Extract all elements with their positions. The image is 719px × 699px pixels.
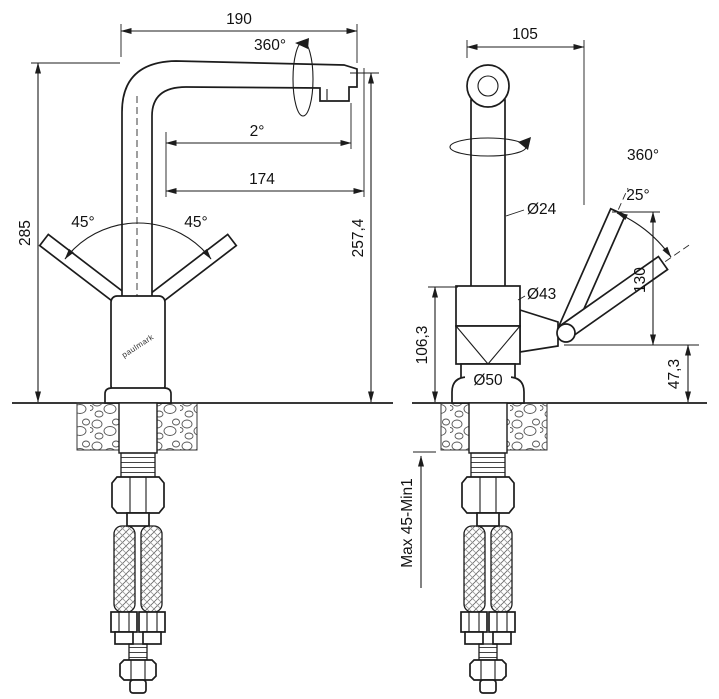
front-spout [466, 64, 510, 289]
front-counter-section [412, 402, 707, 451]
dim-height-total-label: 285 [17, 220, 34, 246]
dim-top-offset-label: 105 [512, 26, 538, 43]
side-fitting-tip-right [142, 631, 162, 645]
front-handle [519, 207, 669, 353]
front-hose-fitting-right [488, 611, 516, 633]
side-mounting-nut [111, 476, 165, 514]
dim-mount-thickness-label: Max 45-Min1 [399, 478, 416, 568]
dim-base-diameter-label: Ø50 [473, 372, 503, 389]
dim-side-rotation-label: 360° [254, 37, 286, 54]
dim-handle-drop-label: 47,3 [666, 359, 683, 389]
side-stud-tip [129, 679, 147, 694]
rotation-arrowhead-icon [295, 38, 309, 49]
side-stud-nut [119, 659, 157, 681]
dim-handle-swing-arc [64, 222, 212, 260]
side-spout [121, 60, 358, 298]
front-body-facet [487, 325, 521, 365]
front-body-upper [455, 285, 521, 327]
dim-body-height-label: 106,3 [414, 326, 431, 365]
dim-spout-reach-label: 190 [226, 11, 252, 28]
dim-swing-right-label: 45° [184, 214, 207, 231]
side-collar [126, 512, 150, 527]
side-mounting [110, 402, 166, 694]
front-threaded-shank [470, 452, 506, 480]
side-stud [128, 643, 148, 661]
front-stud [478, 643, 498, 661]
side-base-flange [104, 387, 172, 404]
front-fitting-tip-left [464, 631, 484, 645]
front-mounting [460, 402, 516, 694]
side-fitting-tip-left [114, 631, 134, 645]
front-mounting-nut [461, 476, 515, 514]
side-view: paulmark [12, 11, 393, 694]
front-hose-fitting-left [460, 611, 488, 633]
dim-body-diameter-label: Ø43 [527, 286, 556, 303]
dim-handle-angle-label: 25° [626, 187, 649, 204]
dim-handle-angle-arc [616, 212, 672, 258]
front-spout-ball-inner [477, 75, 499, 97]
dim-handle-length-label: 130 [632, 267, 649, 293]
dim-spout-diameter-label: Ø24 [527, 201, 557, 218]
side-supply-hose-left [113, 525, 136, 613]
dim-height-spout-label: 257,4 [350, 218, 367, 257]
dim-spout-angle-label: 2° [250, 123, 265, 140]
front-spout-column [470, 99, 506, 289]
side-shank [118, 402, 158, 454]
front-stud-tip [479, 679, 497, 694]
side-counter-section [12, 402, 393, 451]
dim-swing-left-label: 45° [71, 214, 94, 231]
front-dimensions: 105 360° 25° Ø24 Ø43 130 106,3 Ø50 [399, 26, 699, 588]
front-view: 105 360° 25° Ø24 Ø43 130 106,3 Ø50 [399, 26, 707, 694]
dim-aerator-reach-label: 174 [249, 171, 275, 188]
leader-line [517, 295, 526, 301]
front-fitting-tip-right [492, 631, 512, 645]
side-threaded-shank [120, 452, 156, 480]
front-rotation-arrowhead-icon [518, 137, 531, 150]
leader-line [505, 209, 525, 217]
front-handle-cone [519, 308, 559, 353]
front-collar [476, 512, 500, 527]
front-supply-hose-left [463, 525, 486, 613]
side-supply-hose-right [140, 525, 163, 613]
side-body: paulmark [104, 295, 172, 404]
front-handle-pivot [556, 323, 576, 343]
side-hose-fitting-right [138, 611, 166, 633]
side-hose-fitting-left [110, 611, 138, 633]
front-body-mid [455, 325, 521, 365]
front-body-facet [455, 325, 489, 365]
dim-front-rotation-label: 360° [627, 147, 659, 164]
side-dimensions: 190 360° 2° 174 285 257,4 45° [17, 11, 379, 403]
front-stud-nut [469, 659, 507, 681]
label-halo [465, 371, 511, 388]
front-shank [468, 402, 508, 454]
front-spout-ball [466, 64, 510, 108]
front-supply-hose-right [490, 525, 513, 613]
